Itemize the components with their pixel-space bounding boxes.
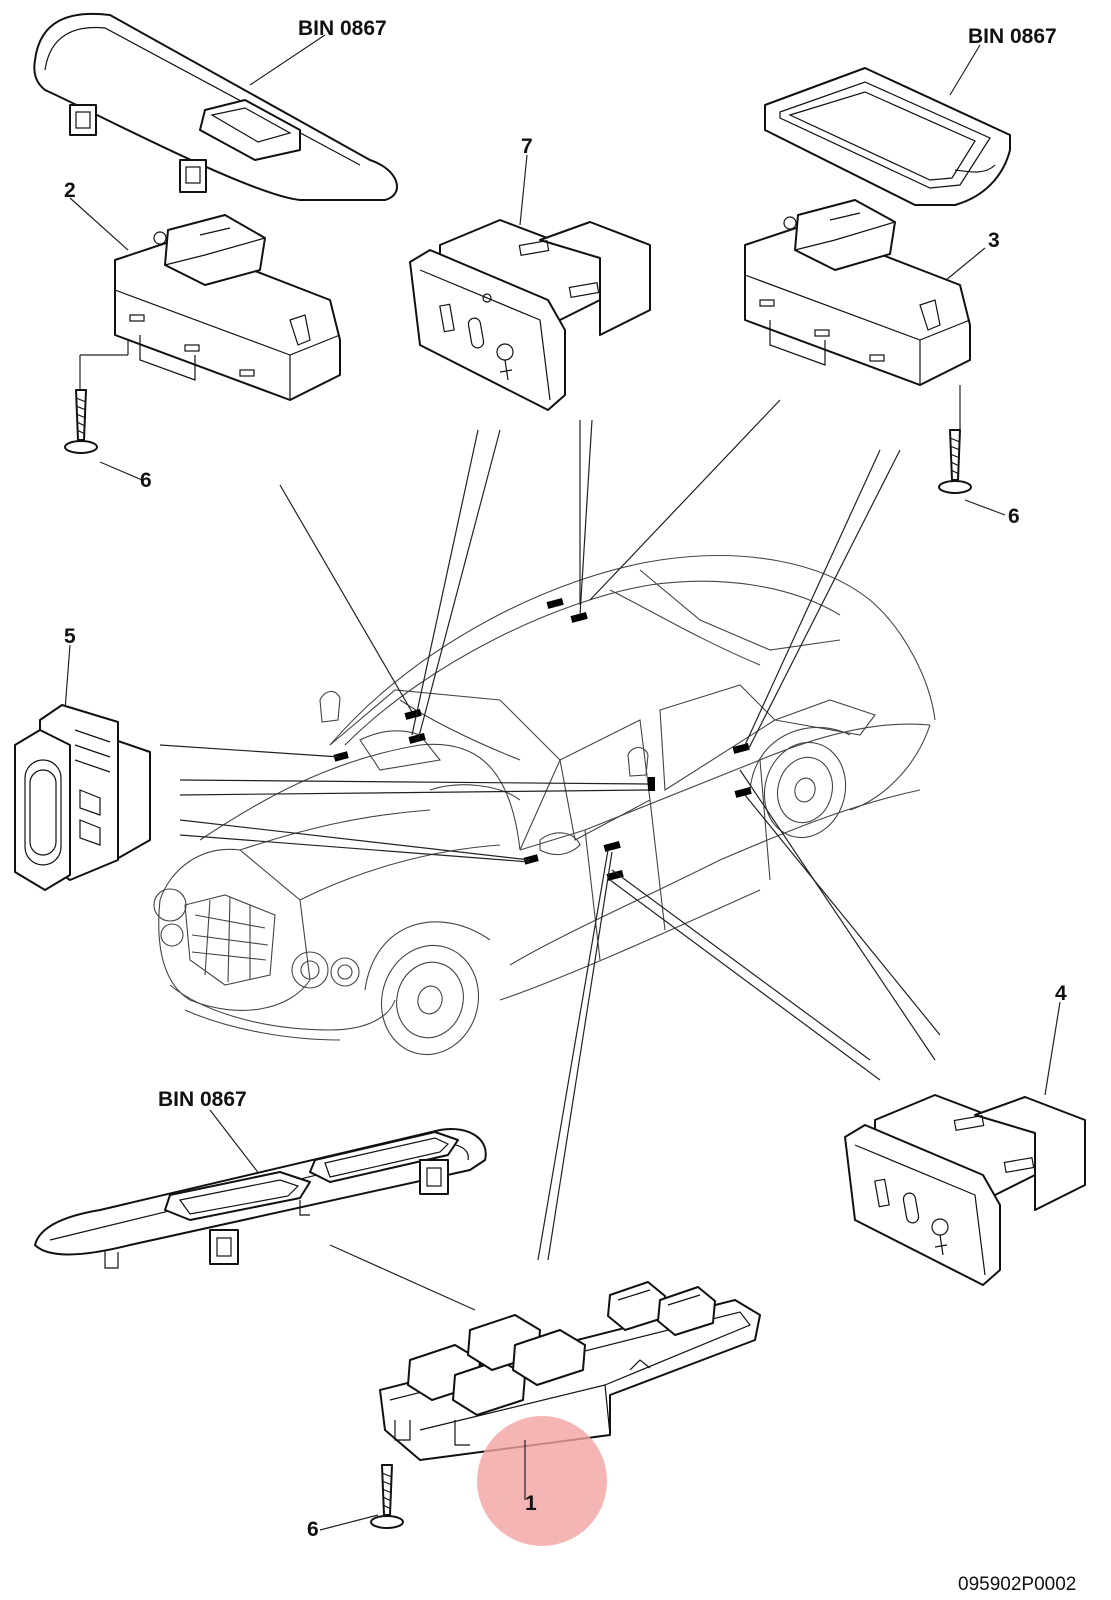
screw-6-right bbox=[938, 429, 972, 494]
leader-lines bbox=[64, 34, 1061, 1531]
part-2-window-switch bbox=[114, 214, 341, 401]
bin-label-bottom-left: BIN 0867 bbox=[158, 1088, 247, 1111]
callout-2: 2 bbox=[64, 179, 76, 202]
callout-1-highlight bbox=[477, 1416, 607, 1546]
callout-6-bottom: 6 bbox=[307, 1518, 319, 1541]
trim-panel-bottom-left bbox=[34, 1128, 487, 1269]
car-outline bbox=[153, 555, 936, 1056]
bin-label-top-left: BIN 0867 bbox=[298, 17, 387, 40]
callout-5: 5 bbox=[64, 625, 76, 648]
switch-location-markers bbox=[333, 598, 752, 881]
callout-4: 4 bbox=[1055, 982, 1067, 1005]
screw-6-left bbox=[64, 389, 98, 454]
bin-label-top-right: BIN 0867 bbox=[968, 25, 1057, 48]
trim-panel-top-left bbox=[33, 12, 398, 201]
screw-6-bottom bbox=[370, 1464, 404, 1529]
part-4-seat-switch bbox=[844, 1094, 1086, 1286]
part-3-window-switch bbox=[744, 199, 971, 386]
trim-bezel-top-right bbox=[764, 67, 1011, 206]
part-1-master-window-switch bbox=[379, 1281, 761, 1461]
callout-7: 7 bbox=[521, 135, 533, 158]
callout-6-left: 6 bbox=[140, 469, 152, 492]
part-5-mirror-switch bbox=[14, 704, 151, 891]
drawing-code: 095902P0002 bbox=[958, 1574, 1076, 1595]
callout-3: 3 bbox=[988, 229, 1000, 252]
callout-1: 1 bbox=[525, 1492, 537, 1515]
part-7-seat-switch bbox=[409, 219, 651, 411]
callout-6-right: 6 bbox=[1008, 505, 1020, 528]
